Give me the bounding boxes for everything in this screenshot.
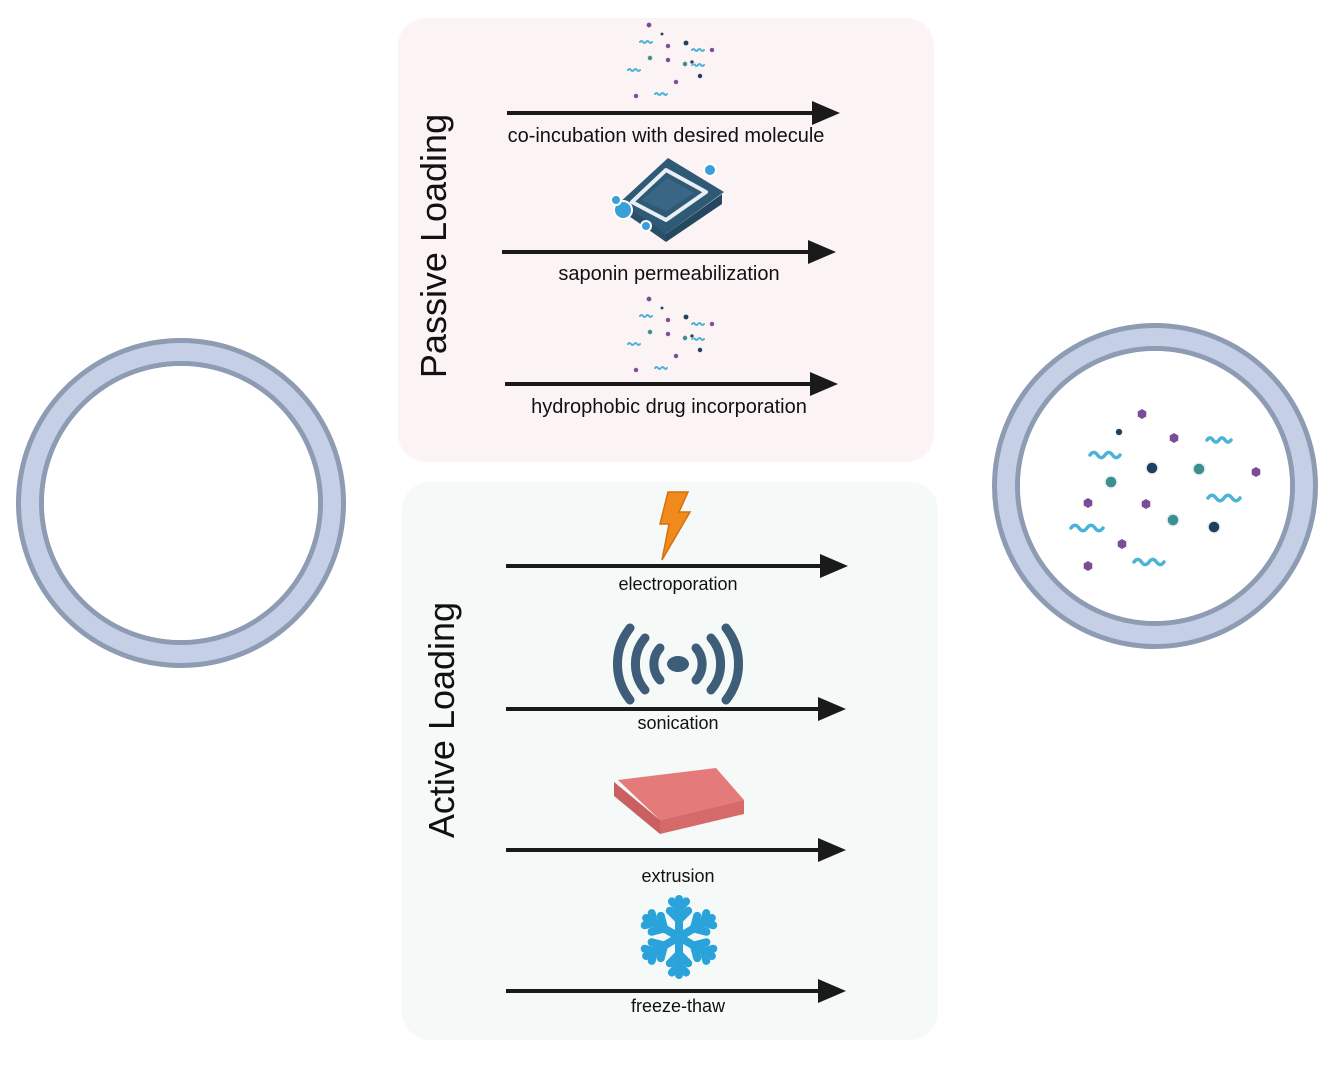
molecule-hexagon — [646, 296, 652, 302]
empty-vesicle — [16, 338, 346, 668]
snowflake-branch — [640, 944, 659, 956]
arrow-head — [818, 838, 846, 862]
molecule-dot — [697, 346, 704, 353]
molecule-hexagon — [709, 321, 715, 327]
molecule-hexagon — [709, 47, 715, 53]
arrow-head — [818, 697, 846, 721]
molecule-strand — [1069, 523, 1105, 533]
process-arrows — [502, 101, 848, 1003]
active-loading-panel — [402, 482, 938, 1040]
snowflake-branch — [675, 906, 693, 924]
molecule-hexagon — [646, 22, 652, 28]
molecule-hexagon — [665, 57, 671, 63]
molecule-strand — [654, 91, 668, 97]
molecule-hexagon — [673, 353, 679, 359]
method-label-co-incubation: co-incubation with desired molecule — [507, 125, 825, 147]
snowflake-branch — [656, 911, 669, 933]
molecule-strand — [1132, 557, 1166, 567]
snowflake-branch — [675, 897, 691, 913]
molecule-hexagon — [665, 43, 671, 49]
molecule-dot — [1192, 462, 1206, 476]
molecule-dot — [682, 334, 689, 341]
molecule-dot — [647, 328, 654, 335]
method-label-sonication: sonication — [637, 713, 719, 733]
molecule-hexagon — [1117, 539, 1127, 549]
method-label-saponin: saponin permeabilization — [558, 263, 780, 285]
sound-wave-icon — [613, 623, 743, 705]
molecule-hexagon — [665, 317, 671, 323]
snowflake-icon — [640, 895, 718, 979]
molecule-strand — [639, 313, 653, 319]
molecule-dot — [1145, 461, 1159, 475]
lightning-bolt-icon — [659, 491, 692, 561]
molecule-dot — [689, 333, 695, 339]
membrane-block-icon — [614, 768, 744, 834]
snowflake-branch — [689, 924, 711, 936]
molecule-dot — [659, 31, 665, 37]
snowflake-branch — [667, 961, 683, 977]
method-label-extrusion: extrusion — [641, 866, 715, 886]
arrow-head — [810, 372, 838, 396]
molecule-cloud-icon — [627, 22, 715, 99]
molecule-strand — [1088, 450, 1122, 460]
arrow-head — [820, 554, 848, 578]
arrow-head — [808, 240, 836, 264]
molecule-dot — [689, 59, 695, 65]
molecule-strand — [1205, 436, 1233, 444]
molecule-hexagon — [1251, 467, 1261, 477]
molecule-dot — [659, 305, 665, 311]
molecule-dot — [697, 73, 704, 80]
loaded-molecules — [1069, 409, 1261, 571]
molecule-strand — [691, 336, 705, 342]
snowflake-branch — [665, 950, 683, 968]
molecule-hexagon — [665, 331, 671, 337]
molecule-dot — [1115, 428, 1123, 436]
molecule-cloud-icon — [627, 296, 715, 373]
method-label-freeze-thaw: freeze-thaw — [630, 996, 726, 1016]
snowflake-branch — [699, 918, 718, 930]
molecule-strand — [654, 365, 668, 371]
molecule-hexagon — [1141, 499, 1151, 509]
molecule-dot — [682, 39, 690, 47]
molecule-hexagon — [1169, 433, 1179, 443]
snowflake-branch — [689, 941, 702, 963]
molecule-hexagon — [1083, 561, 1093, 571]
soap-bar-icon — [610, 158, 724, 242]
snowflake-branch — [647, 909, 659, 927]
method-label-electroporation: electroporation — [618, 574, 738, 594]
molecule-hexagon — [633, 367, 639, 373]
molecule-strand — [639, 39, 653, 45]
molecule-dot — [682, 313, 690, 321]
method-label-hydrophobic: hydrophobic drug incorporation — [531, 396, 807, 418]
loaded-vesicle — [992, 323, 1318, 649]
molecule-strand — [691, 321, 705, 327]
snowflake-branch — [699, 947, 711, 965]
molecule-dot — [1166, 513, 1180, 527]
molecule-strand — [691, 62, 705, 68]
molecule-strand — [627, 67, 641, 73]
molecule-strand — [691, 47, 705, 53]
molecule-hexagon — [1083, 498, 1093, 508]
molecule-hexagon — [1137, 409, 1147, 419]
snowflake-branch — [647, 938, 669, 950]
arrow-head — [812, 101, 840, 125]
molecule-dot — [682, 61, 689, 68]
molecule-hexagon — [673, 79, 679, 85]
molecule-hexagon — [633, 93, 639, 99]
molecule-dot — [1104, 475, 1118, 489]
molecule-strand — [627, 341, 641, 347]
molecule-strand — [1206, 493, 1242, 503]
molecule-dot — [647, 55, 654, 62]
arrow-head — [818, 979, 846, 1003]
molecule-dot — [1207, 520, 1221, 534]
